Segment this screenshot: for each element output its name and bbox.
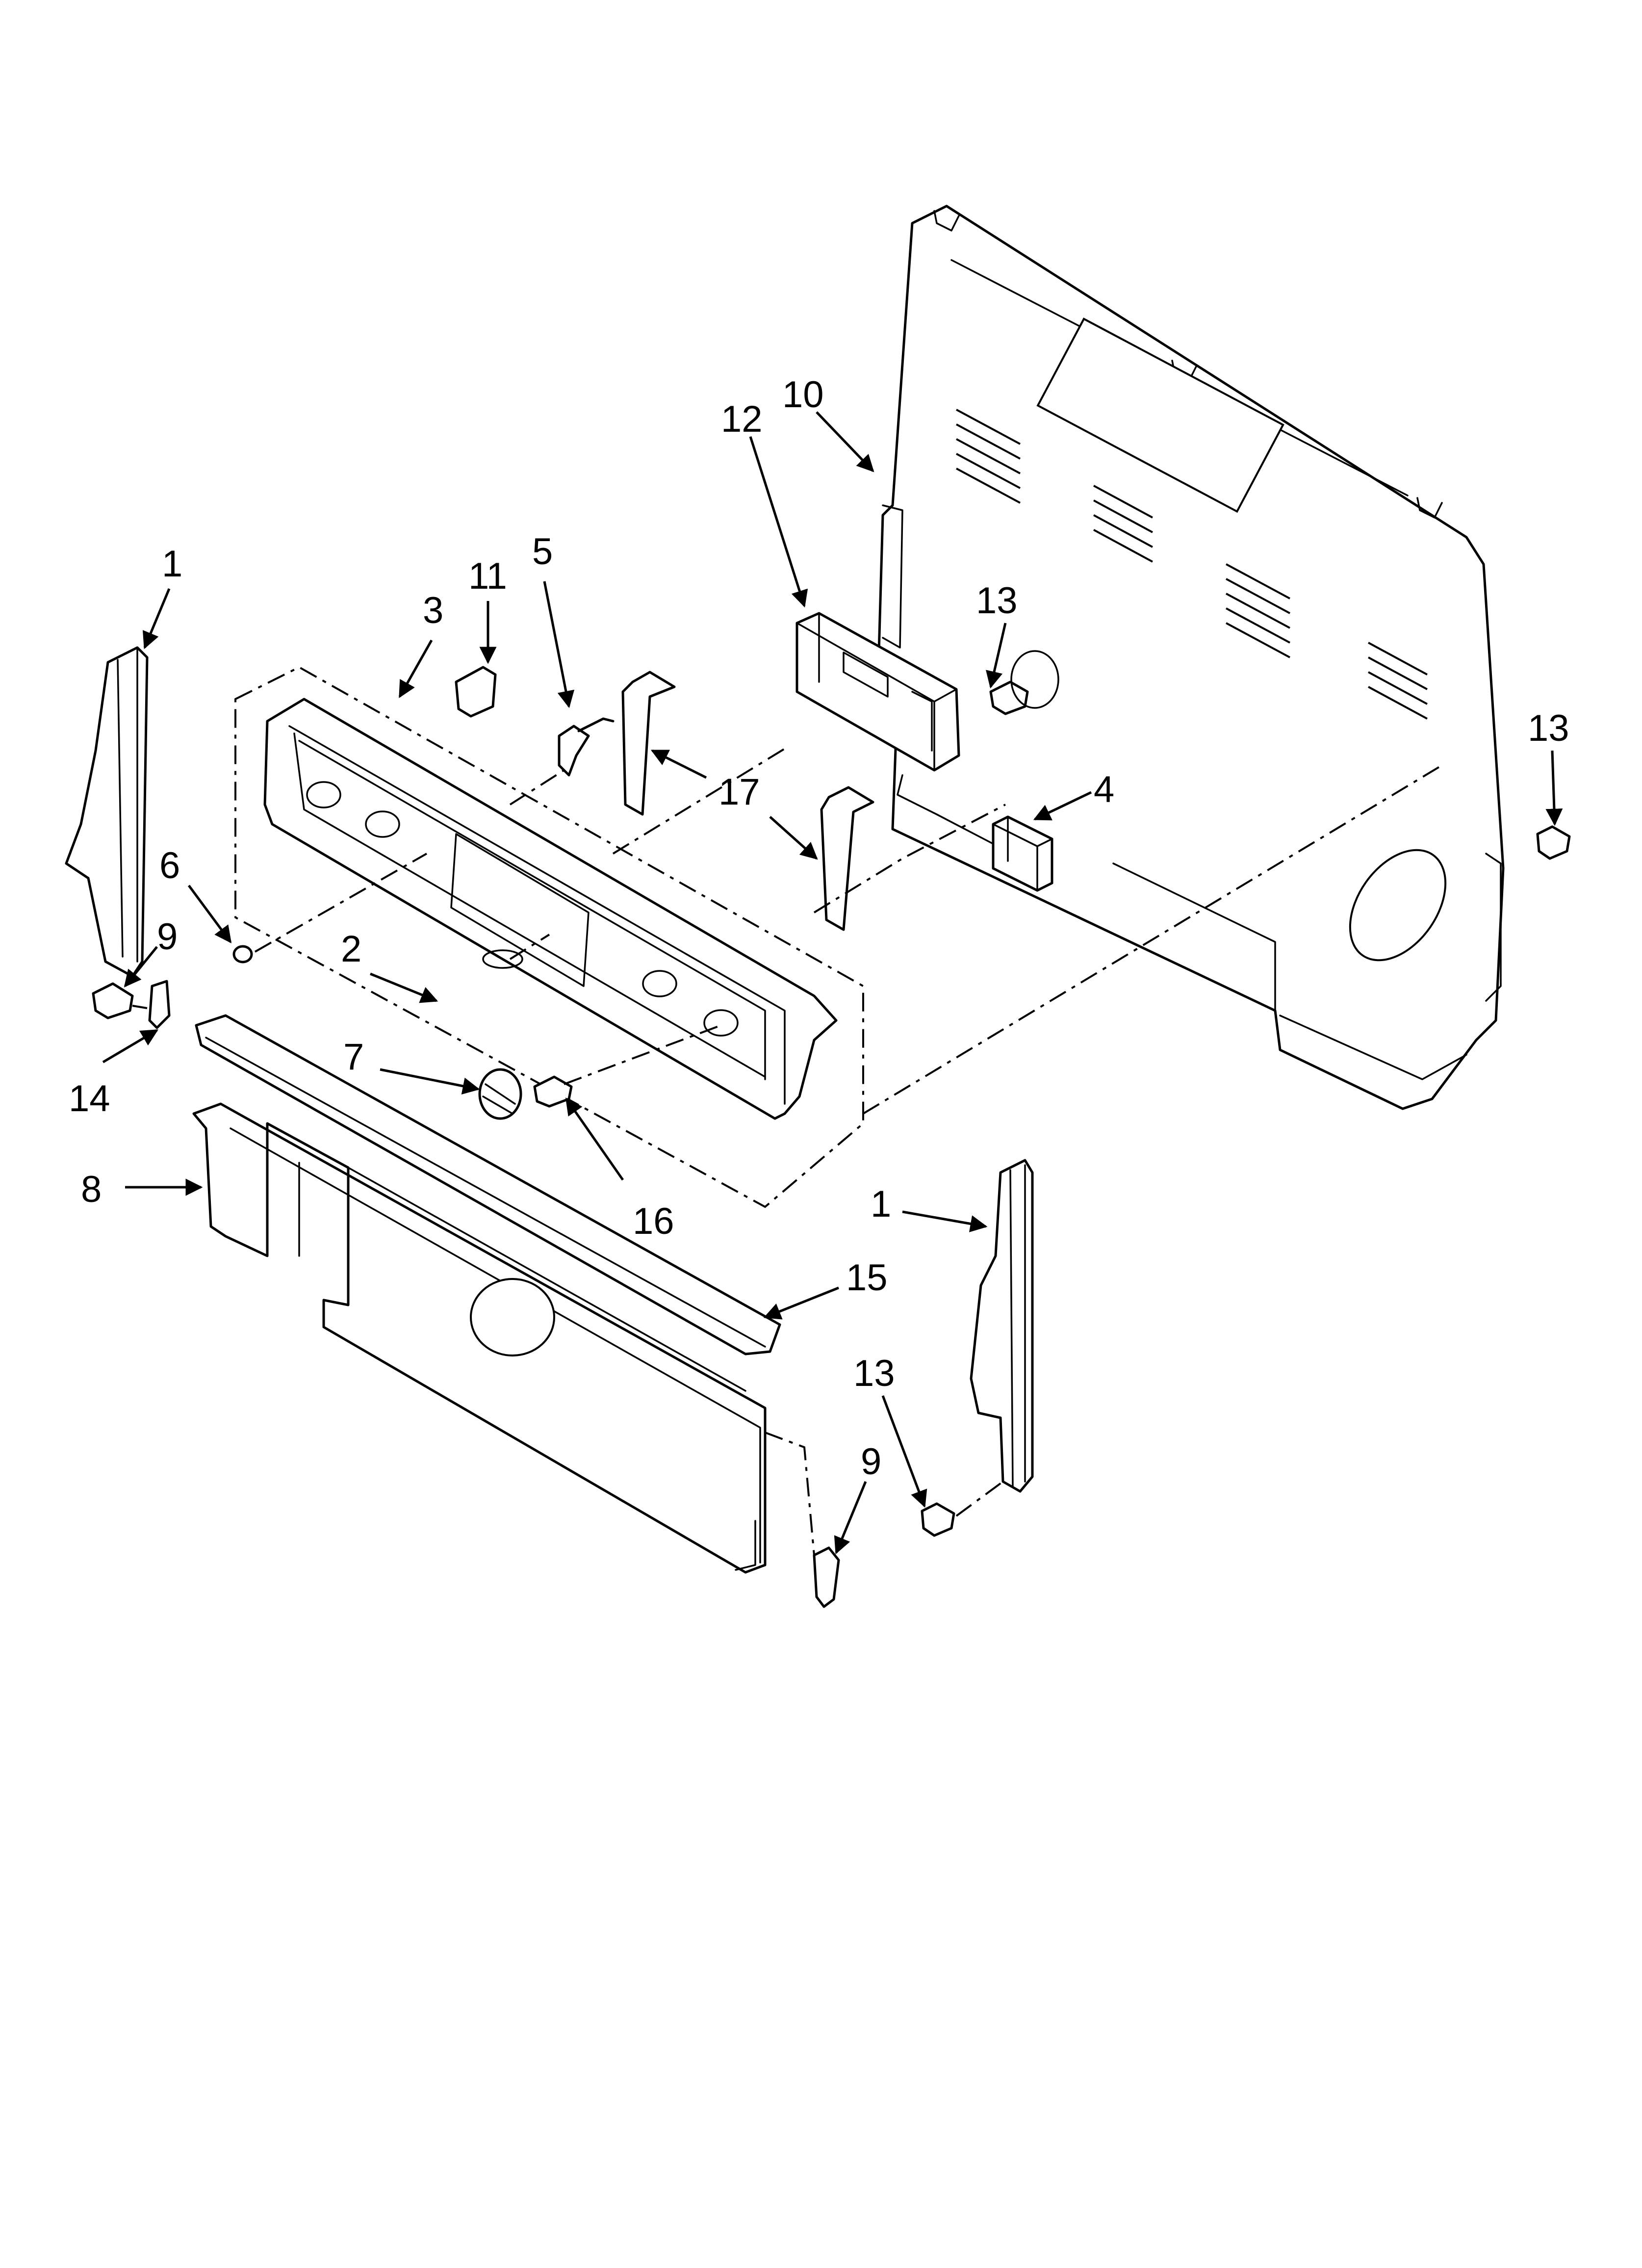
callout-7: 7 <box>343 1036 364 1078</box>
left-side-bracket <box>65 646 149 978</box>
callout-9-left: 9 <box>157 916 178 958</box>
bracket-14 <box>148 980 171 1029</box>
control-knob <box>478 1068 522 1120</box>
callout-1-left: 1 <box>162 543 182 585</box>
electronic-control <box>795 612 960 772</box>
terminal-block <box>897 774 1053 892</box>
screw-9-left <box>92 982 134 1019</box>
callout-14: 14 <box>69 1078 110 1120</box>
rear-panel <box>876 205 1505 1110</box>
pad-6 <box>232 945 253 964</box>
screw-13-bottom <box>921 1502 955 1537</box>
callout-3: 3 <box>423 590 443 631</box>
callout-13-bottom: 13 <box>853 1353 895 1394</box>
callout-4: 4 <box>1094 769 1114 810</box>
callout-16: 16 <box>633 1200 674 1242</box>
callout-17: 17 <box>718 771 760 813</box>
screw-16 <box>533 1075 573 1108</box>
callout-12: 12 <box>721 398 763 440</box>
control-panel <box>263 698 838 1120</box>
screw-13-panel <box>989 680 1029 715</box>
right-side-bracket <box>970 1159 1034 1493</box>
manifold-cover <box>195 1014 781 1356</box>
control-panel-boundary <box>234 666 864 1208</box>
callout-2: 2 <box>341 928 361 970</box>
callout-8: 8 <box>81 1169 102 1210</box>
screw-13-right <box>1536 825 1571 860</box>
callout-13-right: 13 <box>1528 707 1569 749</box>
callout-1-right: 1 <box>871 1183 891 1225</box>
grommet <box>1010 650 1059 709</box>
clip <box>455 666 497 718</box>
assembly-lines <box>132 745 1443 1556</box>
callout-labels: 1 1 2 3 4 5 6 7 8 9 9 10 11 12 13 13 13 … <box>69 374 1569 1483</box>
vent-louvers <box>956 409 1428 720</box>
callout-11: 11 <box>468 555 507 597</box>
callout-9-bottom: 9 <box>861 1441 881 1483</box>
callout-10: 10 <box>782 374 824 416</box>
callout-6: 6 <box>159 845 180 886</box>
manifold-panel <box>192 1102 767 1574</box>
duct-pieces <box>621 671 874 931</box>
callout-15: 15 <box>846 1257 888 1299</box>
leader-arrows <box>102 411 1563 1555</box>
callout-13-panel: 13 <box>976 580 1018 622</box>
wire-harness <box>558 717 615 777</box>
callout-5: 5 <box>532 531 553 573</box>
screw-9-bottom <box>813 1546 840 1608</box>
